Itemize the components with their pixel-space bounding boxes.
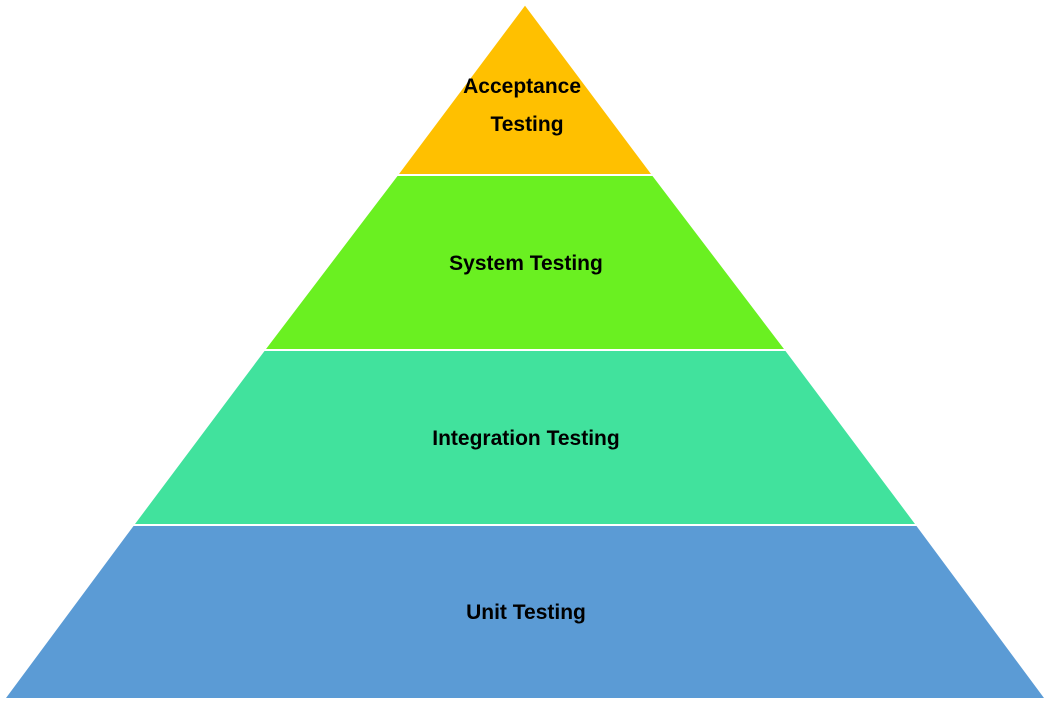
- tier-acceptance: Acceptance Testing: [395, 2, 655, 176]
- tier-unit: Unit Testing: [2, 524, 1048, 700]
- tier-acceptance-label: Acceptance Testing: [463, 75, 587, 136]
- tier-integration: Integration Testing: [131, 349, 919, 526]
- tier-system-label-line-1: System Testing: [449, 252, 603, 275]
- tier-system-label: System Testing: [449, 252, 603, 275]
- tier-unit-label: Unit Testing: [466, 601, 586, 624]
- tier-system: System Testing: [261, 174, 789, 351]
- tier-acceptance-label-line-1: Acceptance: [463, 75, 581, 98]
- tier-unit-label-line-1: Unit Testing: [466, 601, 586, 624]
- tier-unit-shape: [2, 524, 1048, 700]
- tier-integration-label-line-1: Integration Testing: [432, 427, 619, 450]
- tier-acceptance-label-line-2: Testing: [490, 113, 563, 136]
- tier-integration-label: Integration Testing: [432, 427, 619, 450]
